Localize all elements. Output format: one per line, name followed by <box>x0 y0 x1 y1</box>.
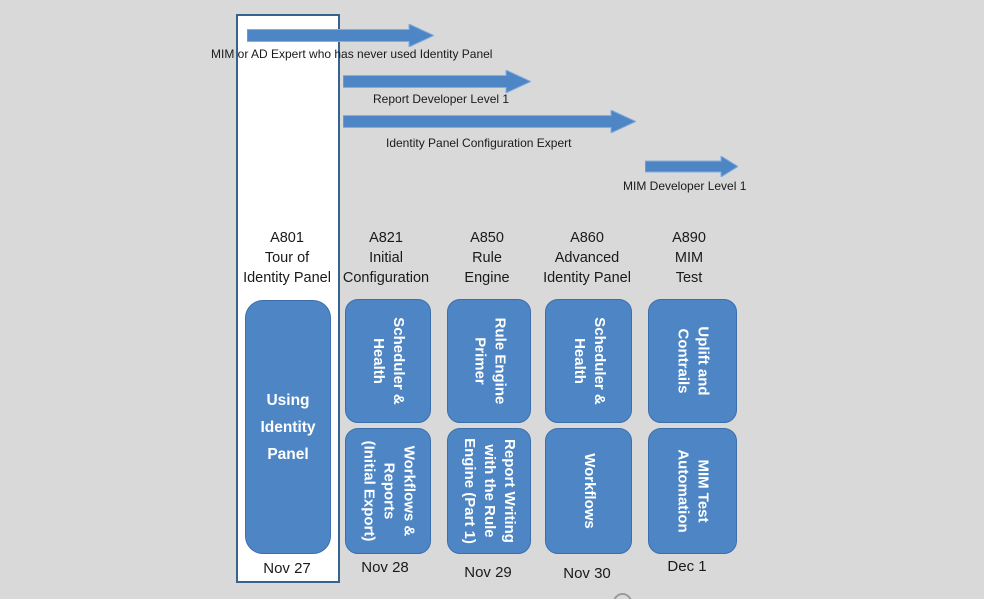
session-box-label-line: Report Writing <box>501 439 519 543</box>
audience-arrow-4 <box>645 156 738 177</box>
course-title-line: MIM <box>674 250 704 266</box>
session-box-label-line: Uplift and <box>694 326 712 396</box>
session-box-label-line: Panel <box>267 445 309 463</box>
session-box-label: MIM Test Automation <box>672 449 712 532</box>
session-box-label-line: Identity <box>260 418 316 436</box>
course-title-line: Configuration <box>342 270 430 286</box>
right-arrow-icon <box>343 110 636 133</box>
session-box-label-line: (Initial Export) <box>360 440 377 542</box>
session-box-label-line: Workflows <box>580 453 598 529</box>
course-title-line: Identity Panel <box>543 270 631 286</box>
session-box-label-line: Engine (Part 1) <box>461 438 479 544</box>
session-box-label: Scheduler & Health <box>368 317 408 405</box>
session-box-label-line: Automation <box>674 449 692 533</box>
session-box-label-line: Scheduler & <box>590 317 608 405</box>
column-header-a850: A850 Rule Engine <box>407 228 567 288</box>
right-arrow-icon <box>247 24 434 47</box>
session-box-label: Using Identity Panel <box>260 387 315 468</box>
session-box-label: Report Writing with the Rule Engine (Par… <box>459 438 519 544</box>
course-title-line: Advanced <box>554 250 620 266</box>
session-box-using-identity-panel: Using Identity Panel <box>245 300 331 554</box>
session-box-scheduler-health-a821: Scheduler & Health <box>345 299 431 423</box>
course-title-line: Identity Panel <box>243 270 331 286</box>
session-box-label-line: Scheduler & <box>390 317 407 405</box>
audience-arrow-1-label: MIM or AD Expert who has never used Iden… <box>211 47 493 61</box>
audience-arrow-2 <box>343 70 531 93</box>
session-box-label-line: Contrails <box>674 328 692 394</box>
session-box-label-line: Primer <box>471 337 488 385</box>
column-header-a890: A890 MIM Test <box>609 228 769 288</box>
course-code: A801 <box>270 230 304 246</box>
course-code: A860 <box>570 230 604 246</box>
column-header-a821: A821 Initial Configuration <box>306 228 466 288</box>
column-header-a801: A801 Tour of Identity Panel <box>207 228 367 288</box>
partial-circle-artifact <box>613 593 632 599</box>
session-box-label-line: with the Rule <box>481 444 499 538</box>
session-box-label-line: Using <box>266 391 310 409</box>
session-box-label: Workflows <box>578 453 598 529</box>
audience-arrow-3 <box>343 110 636 133</box>
date-label-nov30: Nov 30 <box>563 565 611 582</box>
session-box-label: Scheduler & Health <box>569 317 609 405</box>
session-box-mim-test-automation: MIM Test Automation <box>648 428 737 554</box>
session-box-label: Workflows & Reports (Initial Export) <box>358 441 418 542</box>
session-box-label-line: Health <box>370 338 387 384</box>
right-arrow-icon <box>343 70 531 93</box>
session-box-uplift-contrails: Uplift and Contrails <box>648 299 737 423</box>
course-title-line: Tour of <box>264 250 310 266</box>
audience-arrow-3-label: Identity Panel Configuration Expert <box>386 136 572 150</box>
session-box-label: Rule Engine Primer <box>469 318 509 405</box>
session-box-label-line: Workflows & <box>400 445 417 537</box>
course-title-line: Engine <box>464 270 510 286</box>
session-box-label-line: Reports <box>380 462 397 520</box>
session-box-label: Uplift and Contrails <box>673 326 713 395</box>
column-header-a860: A860 Advanced Identity Panel <box>507 228 667 288</box>
session-box-label-line: Rule Engine <box>491 317 508 405</box>
course-title-line: Rule <box>472 250 502 266</box>
session-box-label-line: MIM Test <box>694 459 712 523</box>
course-code: A850 <box>470 230 504 246</box>
audience-arrow-4-label: MIM Developer Level 1 <box>623 179 747 193</box>
right-arrow-icon <box>645 156 738 177</box>
date-label-nov28: Nov 28 <box>361 559 409 576</box>
audience-arrow-2-label: Report Developer Level 1 <box>373 92 510 106</box>
course-title-line: Test <box>675 270 703 286</box>
course-code: A890 <box>672 230 706 246</box>
course-title-line: Initial <box>369 250 403 266</box>
session-box-workflows-reports: Workflows & Reports (Initial Export) <box>345 428 431 554</box>
course-code: A821 <box>369 230 403 246</box>
session-box-label-line: Health <box>570 338 588 384</box>
session-box-report-writing: Report Writing with the Rule Engine (Par… <box>447 428 531 554</box>
session-box-rule-engine-primer: Rule Engine Primer <box>447 299 531 423</box>
session-box-scheduler-health-a860: Scheduler & Health <box>545 299 632 423</box>
date-label-nov27: Nov 27 <box>263 560 311 577</box>
date-label-dec1: Dec 1 <box>667 558 707 575</box>
date-label-nov29: Nov 29 <box>464 564 512 581</box>
audience-arrow-1 <box>247 24 434 47</box>
session-box-workflows: Workflows <box>545 428 632 554</box>
